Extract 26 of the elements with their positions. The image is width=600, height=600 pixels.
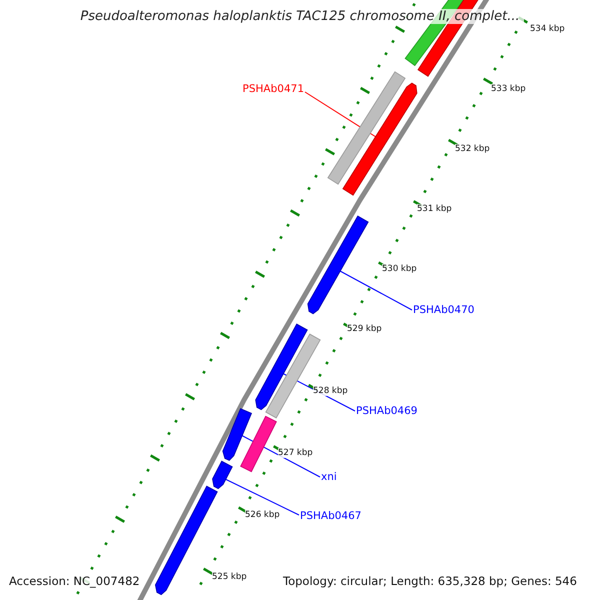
info-text: Topology: circular; Length: 635,328 bp; Genes: 546 <box>283 575 577 589</box>
gene-feature <box>222 408 252 461</box>
scale-label: 534 kbp <box>530 24 565 34</box>
scale-label: 531 kbp <box>417 204 452 214</box>
scale-label: 532 kbp <box>455 144 490 154</box>
gene-label: PSHAb0470 <box>413 304 474 317</box>
scale-label: 530 kbp <box>382 264 417 274</box>
scale-label: 529 kbp <box>347 324 382 334</box>
gene-label: PSHAb0467 <box>300 510 362 523</box>
scale-label: 527 kbp <box>278 448 313 458</box>
gene-feature <box>255 324 308 410</box>
scale-label: 528 kbp <box>313 386 348 396</box>
scale-label: 525 kbp <box>212 572 247 582</box>
leader-line <box>340 270 412 310</box>
gene-feature <box>327 71 406 185</box>
gene-feature <box>212 460 233 490</box>
gene-label: PSHAb0471 <box>242 83 304 96</box>
leader-line <box>304 92 376 138</box>
scale-label: 533 kbp <box>491 84 526 94</box>
gene-label: xni <box>321 471 337 484</box>
scale-label: 526 kbp <box>245 510 280 520</box>
gene-feature <box>342 82 418 196</box>
gene-feature <box>307 215 369 314</box>
gene-feature <box>240 416 277 472</box>
gene-label: PSHAb0469 <box>356 405 418 418</box>
info-text: Accession: NC_007482 <box>9 575 140 589</box>
